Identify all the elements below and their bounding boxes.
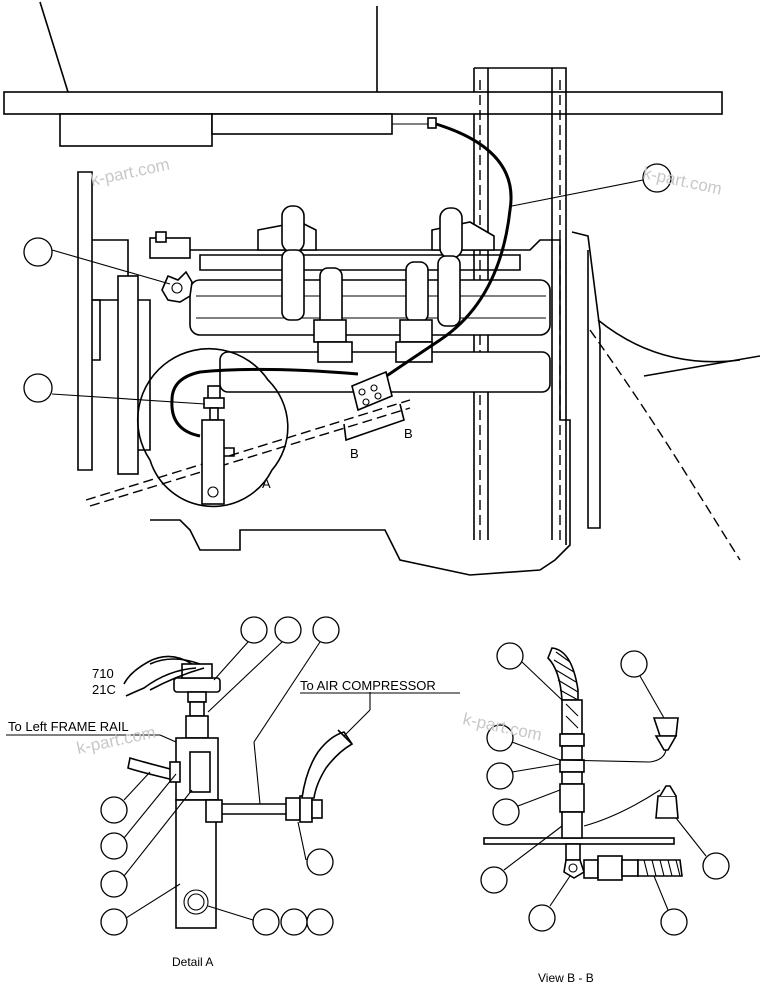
- callout-balloon: [312, 616, 340, 644]
- callout-balloon: [702, 852, 730, 880]
- watermark-text: k-part.com: [89, 155, 171, 190]
- engine-overview: [3, 1, 760, 576]
- callout-balloon: [642, 163, 672, 193]
- section-b-left-label: B: [350, 446, 359, 461]
- callout-balloon: [496, 642, 524, 670]
- section-a-label: A: [262, 476, 271, 491]
- to-left-frame-rail-label: To Left FRAME RAIL: [8, 719, 129, 734]
- callout-balloon: [280, 908, 308, 936]
- section-b-right-label: B: [404, 426, 413, 441]
- detail-a-circle: [136, 347, 289, 508]
- callout-balloon: [528, 904, 556, 932]
- view-b-caption: View B - B: [538, 971, 594, 984]
- callout-balloon: [252, 908, 280, 936]
- detail-a-caption: Detail A: [172, 955, 213, 969]
- callout-balloon: [23, 237, 53, 267]
- callout-balloon: [23, 373, 53, 403]
- callout-balloon: [274, 616, 302, 644]
- wire-710-label: 710: [92, 666, 114, 681]
- view-b-b: [483, 647, 683, 881]
- callout-balloon: [100, 796, 128, 824]
- callout-balloon: [240, 616, 268, 644]
- air-line-to-valve: [170, 367, 359, 438]
- callout-balloon: [660, 908, 688, 936]
- callout-balloon: [486, 724, 514, 752]
- callout-balloon: [620, 650, 648, 678]
- callout-balloon: [486, 762, 514, 790]
- frame-rail: [3, 91, 723, 115]
- callout-balloon: [306, 848, 334, 876]
- callout-balloon: [100, 908, 128, 936]
- callout-balloon: [492, 798, 520, 826]
- callout-balloon: [306, 908, 334, 936]
- callout-balloon: [480, 866, 508, 894]
- air-line-hose: [371, 122, 513, 388]
- to-air-compressor-label: To AIR COMPRESSOR: [300, 678, 436, 693]
- watermark-text: k-part.com: [641, 163, 723, 198]
- callout-balloon: [100, 870, 128, 898]
- wire-21c-label: 21C: [92, 682, 116, 697]
- callout-balloon: [100, 832, 128, 860]
